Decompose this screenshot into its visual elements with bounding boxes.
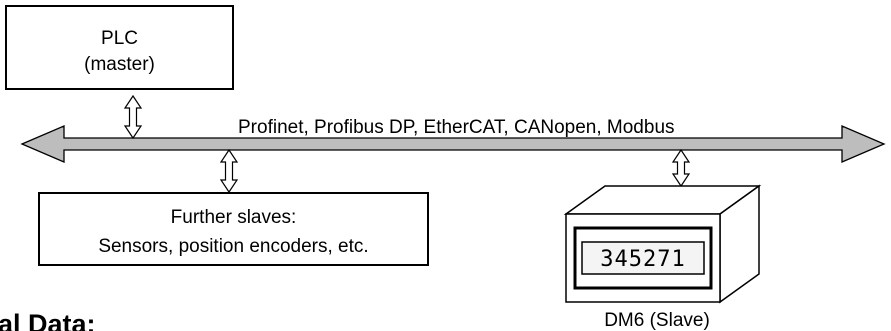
section-heading: al Data:: [0, 309, 96, 331]
dm6-device: 345271: [563, 184, 762, 304]
bus-double-arrow-icon: [20, 125, 886, 163]
plc-title: PLC: [101, 28, 138, 49]
dm6-connector-arrow-icon: [671, 148, 691, 188]
bus-protocols-label: Profinet, Profibus DP, EtherCAT, CANopen…: [238, 117, 675, 138]
plc-connector-arrow-icon: [123, 94, 143, 140]
further-slaves-title: Further slaves:: [171, 207, 297, 228]
dm6-label: DM6 (Slave): [604, 310, 710, 331]
dm6-lcd-window: [581, 241, 705, 275]
further-slaves-box: [38, 192, 429, 266]
further-slaves-subtitle: Sensors, position encoders, etc.: [98, 236, 368, 257]
further-slaves-connector-arrow-icon: [219, 148, 239, 194]
plc-subtitle: (master): [84, 54, 155, 75]
dm6-readout: 345271: [600, 247, 685, 272]
plc-box: [5, 5, 234, 90]
